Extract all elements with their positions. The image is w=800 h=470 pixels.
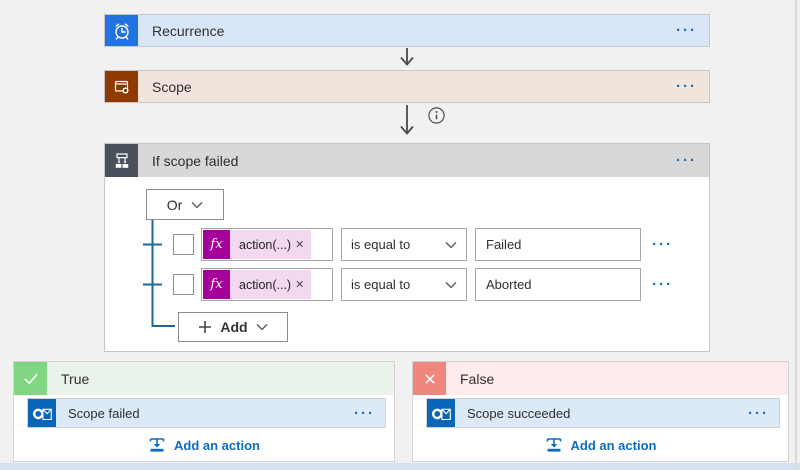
comparand-field[interactable]: Failed — [475, 228, 641, 261]
add-condition-button[interactable]: Add — [178, 312, 288, 342]
expression-label: action(...) — [239, 277, 292, 292]
operator-dropdown[interactable]: is equal to — [341, 268, 467, 301]
row-menu-button[interactable]: ··· — [652, 276, 673, 293]
recurrence-card[interactable]: Recurrence ··· — [104, 14, 710, 47]
group-operator-label: Or — [166, 196, 183, 213]
scope-icon — [105, 71, 138, 102]
false-branch-header: False — [413, 362, 788, 395]
row-checkbox[interactable] — [173, 234, 194, 255]
expression-label: action(...) — [239, 237, 292, 252]
row-checkbox[interactable] — [173, 274, 194, 295]
insert-step-arrow[interactable] — [399, 105, 415, 139]
fx-icon: fx — [203, 230, 230, 259]
scope-card[interactable]: Scope ··· — [104, 70, 710, 103]
condition-row: fx action(...) ✕ is equal to Aborted ··· — [173, 268, 673, 301]
scope-title: Scope — [152, 78, 192, 95]
condition-card: If scope failed ··· Or — [104, 143, 710, 352]
canvas-bottom-strip — [0, 463, 800, 470]
operator-dropdown[interactable]: is equal to — [341, 228, 467, 261]
cross-icon — [413, 362, 446, 395]
false-action-card[interactable]: Scope succeeded ··· — [426, 398, 780, 428]
condition-title: If scope failed — [152, 152, 239, 169]
chevron-down-icon — [445, 281, 457, 288]
comparand-value: Aborted — [486, 277, 532, 292]
true-action-card[interactable]: Scope failed ··· — [27, 398, 386, 428]
recurrence-clock-icon — [105, 15, 138, 46]
check-icon — [14, 362, 47, 395]
recurrence-title: Recurrence — [152, 22, 225, 39]
expression-token[interactable]: fx action(...) ✕ — [203, 270, 312, 299]
group-operator-dropdown[interactable]: Or — [146, 189, 224, 220]
false-branch-label: False — [460, 370, 495, 387]
add-action-icon — [546, 438, 561, 452]
false-branch-container: False Scope succeeded ··· Add an action — [412, 361, 789, 462]
add-condition-label: Add — [220, 319, 248, 335]
row-menu-button[interactable]: ··· — [652, 236, 673, 253]
outlook-icon — [28, 399, 56, 427]
plus-icon — [199, 321, 212, 333]
false-action-menu-button[interactable]: ··· — [748, 404, 769, 422]
true-add-action-label: Add an action — [174, 437, 260, 453]
true-branch-header: True — [14, 362, 394, 395]
condition-body: Or fx action(...) ✕ is equal to — [105, 177, 709, 352]
row-value-field[interactable]: fx action(...) ✕ — [201, 268, 333, 301]
condition-row: fx action(...) ✕ is equal to Failed ··· — [173, 228, 673, 261]
fx-icon: fx — [203, 270, 230, 299]
info-icon[interactable] — [427, 106, 446, 125]
true-add-action-button[interactable]: Add an action — [14, 436, 394, 454]
insert-step-arrow[interactable] — [399, 48, 415, 69]
canvas-edge-line — [795, 0, 797, 470]
row-value-field[interactable]: fx action(...) ✕ — [201, 228, 333, 261]
scope-menu-button[interactable]: ··· — [676, 78, 697, 95]
comparand-value: Failed — [486, 237, 522, 252]
operator-label: is equal to — [351, 277, 411, 292]
condition-branch-icon — [105, 144, 138, 177]
false-action-title: Scope succeeded — [467, 405, 571, 421]
remove-token-icon[interactable]: ✕ — [295, 279, 305, 291]
condition-header[interactable]: If scope failed ··· — [105, 144, 709, 177]
false-add-action-button[interactable]: Add an action — [413, 436, 788, 454]
true-branch-container: True Scope failed ··· Add an action — [13, 361, 395, 462]
outlook-icon — [427, 399, 455, 427]
expression-token[interactable]: fx action(...) ✕ — [203, 230, 312, 259]
operator-label: is equal to — [351, 237, 411, 252]
true-action-menu-button[interactable]: ··· — [354, 404, 375, 422]
chevron-down-icon — [256, 324, 268, 331]
true-branch-label: True — [61, 370, 90, 387]
recurrence-menu-button[interactable]: ··· — [676, 22, 697, 39]
condition-menu-button[interactable]: ··· — [676, 152, 697, 169]
comparand-field[interactable]: Aborted — [475, 268, 641, 301]
chevron-down-icon — [445, 241, 457, 248]
false-add-action-label: Add an action — [570, 437, 657, 453]
remove-token-icon[interactable]: ✕ — [295, 239, 305, 251]
true-action-title: Scope failed — [68, 405, 140, 421]
add-action-icon — [149, 438, 165, 452]
chevron-down-icon — [191, 201, 203, 208]
